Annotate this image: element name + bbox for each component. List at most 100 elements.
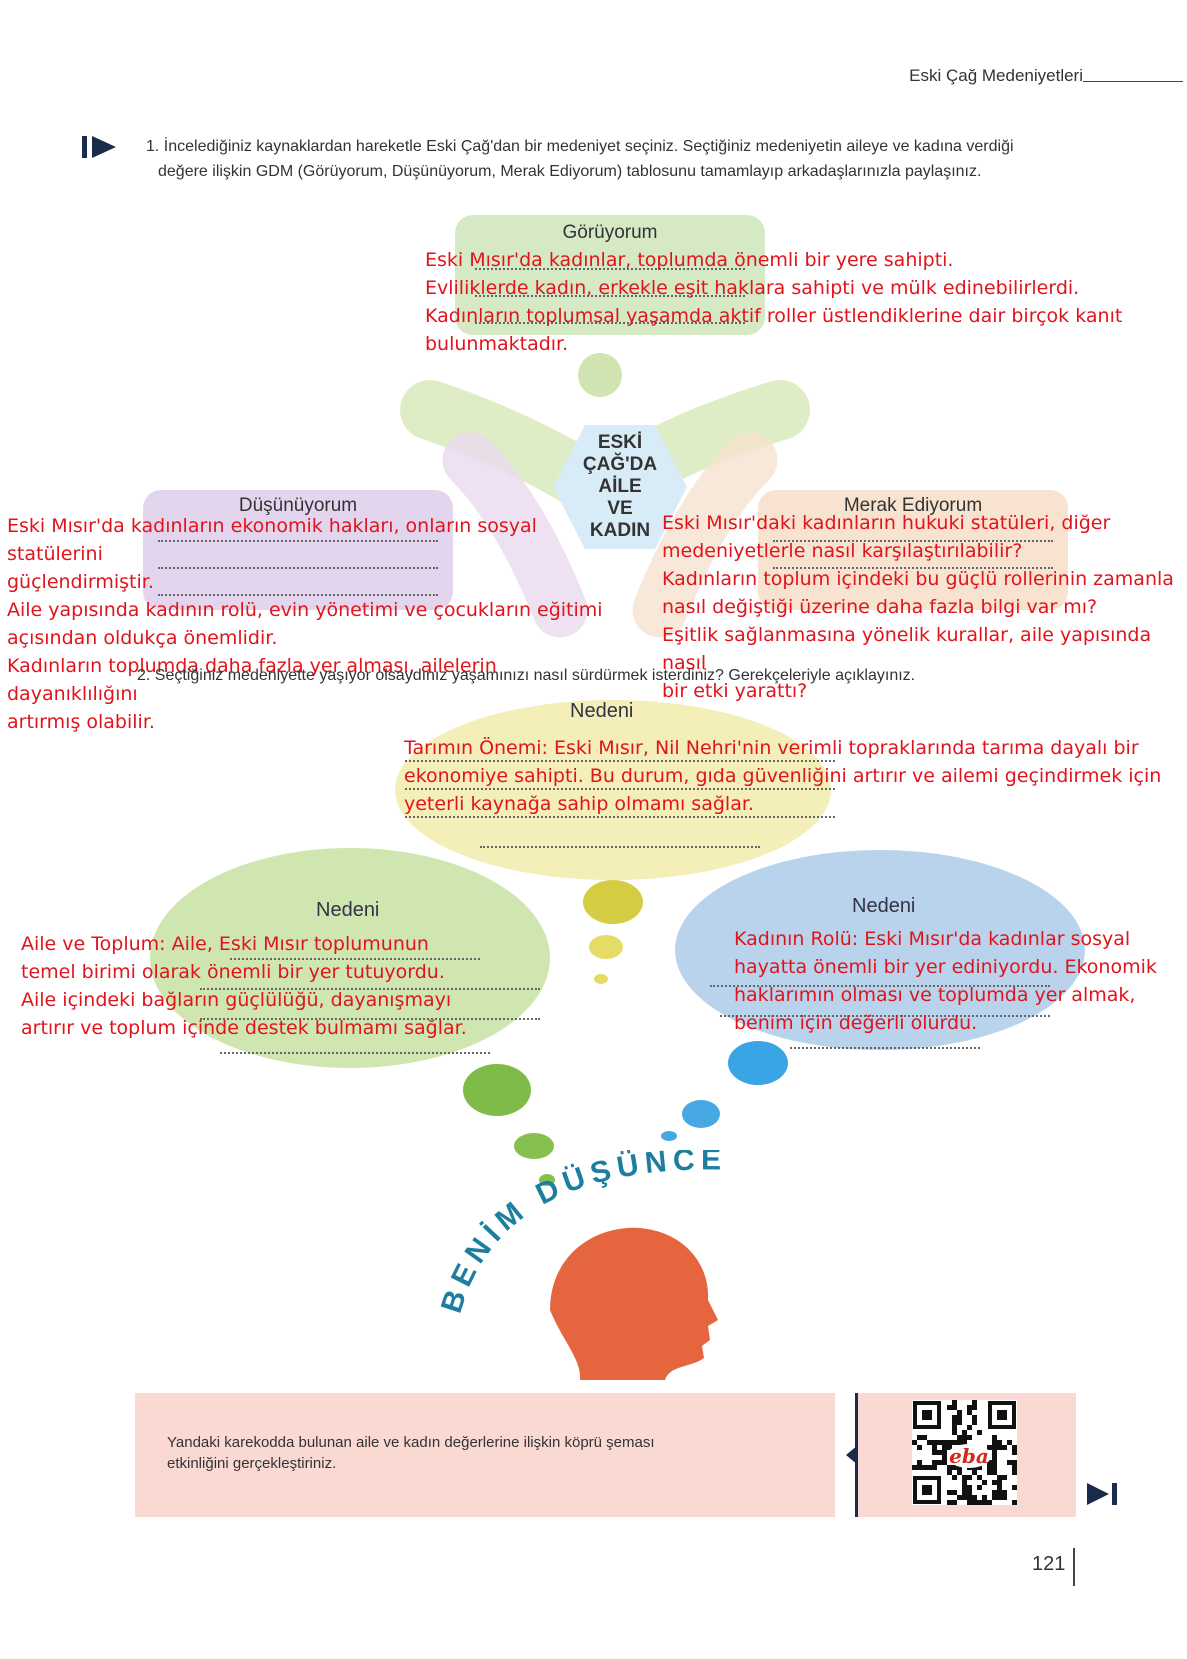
qr-cell [992,1435,997,1440]
qr-cell [967,1410,972,1415]
answer-line: Kadınların toplum içindeki bu güçlü roll… [662,568,1174,590]
page-number: 121 [1032,1553,1066,1575]
qr-cell [942,1460,947,1465]
qr-cell [1012,1460,1017,1465]
qr-cell [972,1495,977,1500]
qr-cell [922,1435,927,1440]
qr-cell [967,1485,972,1490]
qr-cell [947,1445,952,1450]
arrow-left-icon [846,1445,858,1465]
qr-cell [957,1435,962,1440]
qr-code[interactable]: eba [912,1400,1017,1505]
qr-cell [967,1425,972,1430]
qr-cell [992,1470,997,1475]
qr-cell [1002,1475,1007,1480]
qr-cell [937,1450,942,1455]
goruyorum-title: Görüyorum [562,222,658,243]
dotted-line [158,567,438,569]
qr-cell [952,1405,957,1410]
qr-cell [952,1500,957,1505]
qr-cell [967,1495,972,1500]
center-label: ESKİ ÇAĞ'DA AİLE VE KADIN [560,432,680,542]
chapter-title: Eski Çağ Medeniyetleri [909,66,1083,85]
eba-logo: eba [949,1444,989,1468]
qr-cell [957,1495,962,1500]
qr-cell [962,1490,967,1495]
dotted-line [773,540,1053,542]
answer-line: Eşitlik sağlanmasına yönelik kurallar, a… [662,624,1152,674]
answer-line: hayatta önemli bir yer ediniyordu. Ekono… [734,956,1157,978]
answer-line: Aile içindeki bağların güçlülüğü, dayanı… [21,989,452,1011]
qr-cell [972,1400,977,1405]
qr-cell [997,1440,1002,1445]
question-1: 1. İncelediğiniz kaynaklardan hareketle … [146,134,1106,184]
qr-cell [1012,1465,1017,1470]
qr-cell [1007,1460,1012,1465]
qr-cell [917,1435,922,1440]
play-bar-icon [82,136,116,158]
dotted-line [720,1015,1050,1017]
top-bubble-answer: Tarımın Önemi: Eski Mısır, Nil Nehri'nin… [404,734,1164,818]
qr-cell [937,1460,942,1465]
qr-cell [962,1495,967,1500]
qr-cell [982,1480,987,1485]
center-label-line: ÇAĞ'DA [582,454,658,475]
qr-cell [952,1475,957,1480]
center-hexagon [553,425,687,549]
top-bubble-title: Nedeni [570,700,634,722]
head-silhouette-icon [550,1227,718,1380]
qr-cell [947,1405,952,1410]
dotted-line [405,816,835,818]
question-1-line-1: 1. İncelediğiniz kaynaklardan hareketle … [146,138,1014,155]
answer-line: medeniyetlerle nasıl karşılaştırılabilir… [662,540,1023,562]
qr-cell [1002,1495,1007,1500]
qr-cell [952,1425,957,1430]
qr-cell [957,1470,962,1475]
qr-cell [977,1485,982,1490]
merak-title: Merak Ediyorum [843,495,983,516]
qr-cell [1012,1485,1017,1490]
qr-cell [992,1460,997,1465]
info-text-line: Yandaki karekodda bulunan aile ve kadın … [167,1434,655,1451]
qr-cell [957,1465,962,1470]
answer-line: Eski Mısır'daki kadınların hukuki statül… [662,512,1111,534]
qr-cell [952,1465,957,1470]
dotted-line [710,985,1050,987]
header-rule [1083,81,1183,82]
qr-cell [942,1450,947,1455]
qr-cell [917,1465,922,1470]
answer-line: Kadınların toplumsal yaşamda aktif rolle… [425,305,1123,327]
qr-cell [932,1445,937,1450]
qr-cell [1002,1490,1007,1495]
right-bubble [675,850,1085,1050]
play-end-icon [1087,1483,1117,1505]
dusunuyorum-box: Düşünüyorum [143,490,453,610]
qr-cell [952,1430,957,1435]
qr-cell [952,1415,957,1420]
answer-line: bulunmaktadır. [425,333,569,355]
qr-cell [937,1440,942,1445]
qr-cell [982,1495,987,1500]
answer-line: Kadının Rolü: Eski Mısır'da kadınlar sos… [734,928,1131,950]
qr-cell [927,1465,932,1470]
qr-cell [992,1495,997,1500]
qr-cell [942,1445,947,1450]
qr-cell [962,1480,967,1485]
answer-line: güçlendirmiştir. [7,571,154,593]
qr-cell [962,1475,967,1480]
question-1-line-2: değere ilişkin GDM (Görüyorum, Düşünüyor… [158,163,982,180]
qr-cell [952,1420,957,1425]
qr-cell [912,1465,917,1470]
qr-cell [962,1430,967,1435]
qr-cell [1012,1450,1017,1455]
answer-line: haklarımın olması ve toplumda yer almak, [734,984,1136,1006]
qr-cell [997,1490,1002,1495]
qr-cell [972,1420,977,1425]
qr-cell [912,1440,917,1445]
qr-cell [947,1440,952,1445]
qr-cell [957,1420,962,1425]
qr-cell [992,1440,997,1445]
right-bubble-title: Nedeni [852,895,916,917]
qr-cell [942,1455,947,1460]
qr-cell [952,1400,957,1405]
